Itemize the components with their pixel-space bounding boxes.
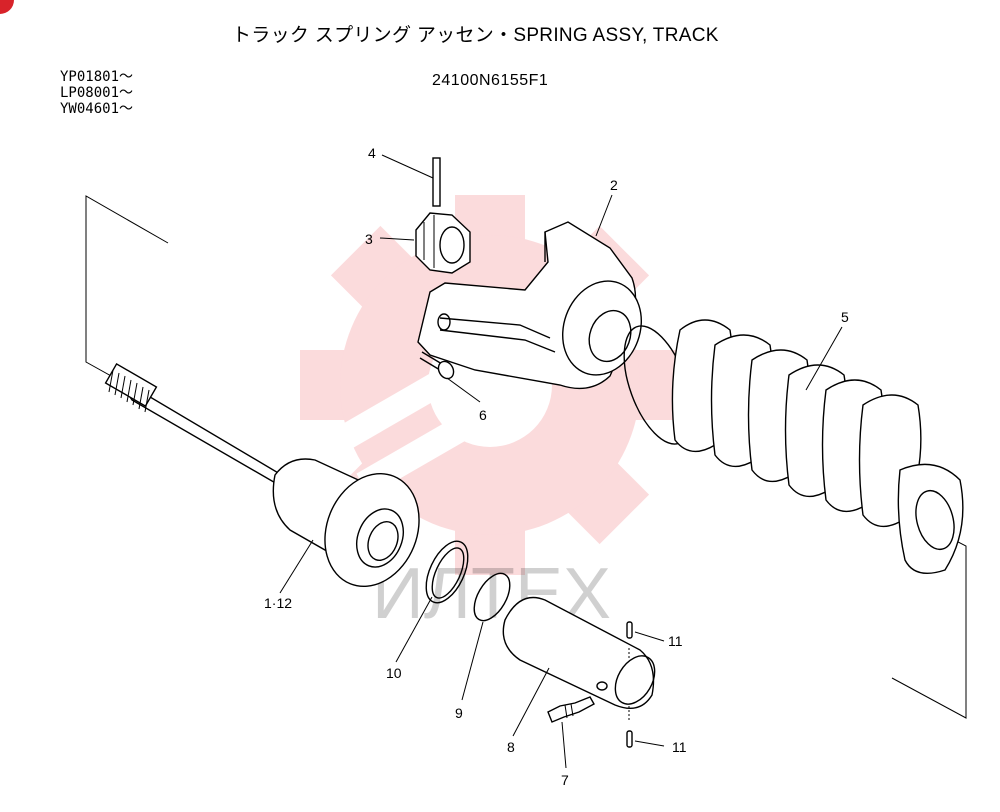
callout-5: 5 — [841, 309, 849, 325]
washer-ring — [425, 540, 469, 604]
leader-lines — [279, 154, 843, 769]
grease-nipple — [547, 696, 595, 723]
callout-11: 11 — [672, 739, 687, 755]
serial-range: YP01801～ — [60, 69, 134, 85]
part-number: 24100N6155F1 — [432, 72, 549, 89]
serial-range: YW04601～ — [60, 101, 134, 117]
yoke-bracket — [417, 221, 643, 390]
callout-2: 2 — [610, 177, 618, 193]
cotter-pin — [432, 157, 441, 207]
serial-ranges: YP01801～ LP08001～ YW04601～ — [60, 69, 133, 117]
serial-range: LP08001～ — [60, 85, 134, 101]
callout-11: 11 — [668, 633, 683, 649]
callout-3: 3 — [365, 231, 373, 247]
coil-spring — [623, 319, 964, 574]
callout-1-12: 1·12 — [264, 595, 292, 611]
small-pins — [626, 621, 633, 748]
bolt — [419, 351, 455, 380]
callout-9: 9 — [455, 705, 463, 721]
callout-10: 10 — [386, 665, 402, 681]
callout-7: 7 — [561, 772, 569, 788]
callout-labels: 4 3 2 5 6 1·12 10 9 8 7 11 11 — [264, 145, 849, 788]
callout-8: 8 — [507, 739, 515, 755]
rod-assembly — [104, 363, 420, 588]
page-title: トラック スプリング アッセン・SPRING ASSY, TRACK — [232, 25, 719, 46]
cylinder — [502, 596, 656, 709]
castle-nut — [415, 212, 471, 274]
snap-ring — [473, 572, 511, 622]
callout-4: 4 — [368, 145, 376, 161]
callout-6: 6 — [479, 407, 487, 423]
